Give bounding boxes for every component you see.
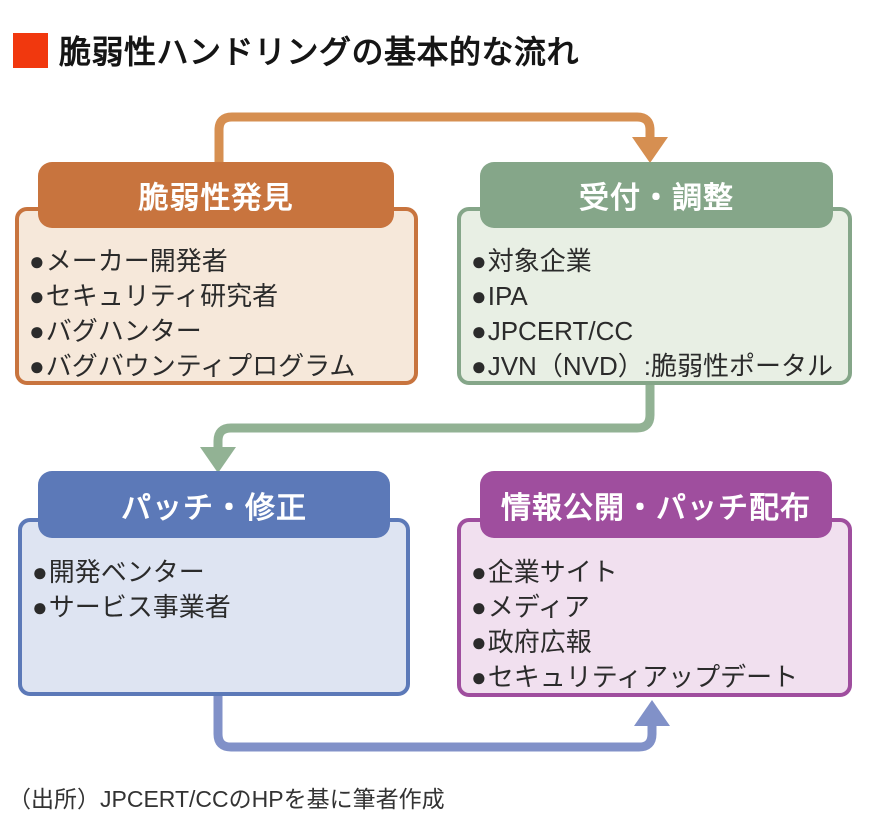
bullet-icon: ●: [471, 592, 487, 622]
bullet-icon: ●: [29, 316, 45, 346]
arrow-patch-to-publication: [213, 694, 657, 752]
arrow-reception-to-patch: [213, 384, 655, 450]
list-item-label: IPA: [487, 281, 528, 311]
arrowhead-discovery-to-reception-icon: [632, 137, 668, 163]
bullet-icon: ●: [29, 351, 45, 381]
box-header-patch: パッチ・修正: [38, 471, 390, 538]
list-item-label: セキュリティアップデート: [487, 662, 799, 692]
box-body-reception: ●対象企業 ●IPA ●JPCERT/CC ●JVN（NVD）:脆弱性ポータル: [457, 207, 852, 385]
bullet-icon: ●: [471, 316, 487, 346]
bullet-icon: ●: [471, 281, 487, 311]
bullet-icon: ●: [29, 246, 45, 276]
page-header: 脆弱性ハンドリングの基本的な流れ: [13, 27, 579, 73]
box-body-discovery: ●メーカー開発者 ●セキュリティ研究者 ●バグハンター ●バグバウンティプログラ…: [15, 207, 418, 385]
list-item: ●メーカー開発者: [29, 244, 406, 279]
list-item: ●サービス事業者: [32, 590, 398, 625]
list-item: ●バグバウンティプログラム: [29, 349, 406, 384]
list-item-label: 企業サイト: [487, 557, 618, 587]
title-marker-square-icon: [13, 32, 48, 68]
list-item: ●バグハンター: [29, 314, 406, 349]
source-note: （出所）JPCERT/CCのHPを基に筆者作成: [8, 786, 445, 812]
list-item-label: 対象企業: [487, 246, 592, 276]
bullet-icon: ●: [471, 557, 487, 587]
bullet-icon: ●: [32, 557, 48, 587]
list-item: ●セキュリティアップデート: [471, 660, 840, 695]
box-header-reception: 受付・調整: [480, 162, 833, 228]
list-item: ●企業サイト: [471, 555, 840, 590]
bullet-icon: ●: [471, 662, 487, 692]
list-item-label: メディア: [487, 592, 590, 622]
list-item-label: 開発ベンター: [48, 557, 205, 587]
bullet-icon: ●: [471, 246, 487, 276]
bullet-icon: ●: [29, 281, 45, 311]
list-item: ●JVN（NVD）:脆弱性ポータル: [471, 349, 840, 384]
list-item: ●対象企業: [471, 244, 840, 279]
box-body-publication: ●企業サイト ●メディア ●政府広報 ●セキュリティアップデート: [457, 518, 852, 697]
list-item-label: セキュリティ研究者: [45, 281, 279, 311]
list-item-label: JVN（NVD）:脆弱性ポータル: [487, 351, 833, 381]
list-item-label: メーカー開発者: [45, 246, 228, 276]
box-header-publication: 情報公開・パッチ配布: [480, 471, 832, 538]
list-item-label: バグハンター: [45, 316, 202, 346]
box-header-discovery: 脆弱性発見: [38, 162, 394, 228]
arrowhead-reception-to-patch-icon: [200, 447, 236, 473]
bullet-icon: ●: [471, 627, 487, 657]
list-item: ●メディア: [471, 590, 840, 625]
page-title: 脆弱性ハンドリングの基本的な流れ: [59, 34, 580, 70]
list-item: ●IPA: [471, 279, 840, 314]
list-item: ●セキュリティ研究者: [29, 279, 406, 314]
list-item-label: バグバウンティプログラム: [45, 351, 356, 381]
list-item: ●開発ベンター: [32, 555, 398, 590]
bullet-icon: ●: [32, 592, 48, 622]
list-item-label: JPCERT/CC: [487, 316, 634, 346]
list-item: ●JPCERT/CC: [471, 314, 840, 349]
list-item-label: 政府広報: [487, 627, 592, 657]
list-item-label: サービス事業者: [48, 592, 231, 622]
bullet-icon: ●: [471, 351, 487, 381]
box-body-patch: ●開発ベンター ●サービス事業者: [18, 518, 410, 696]
list-item: ●政府広報: [471, 625, 840, 660]
arrow-discovery-to-reception: [214, 112, 655, 166]
arrowhead-patch-to-publication-icon: [634, 700, 670, 726]
